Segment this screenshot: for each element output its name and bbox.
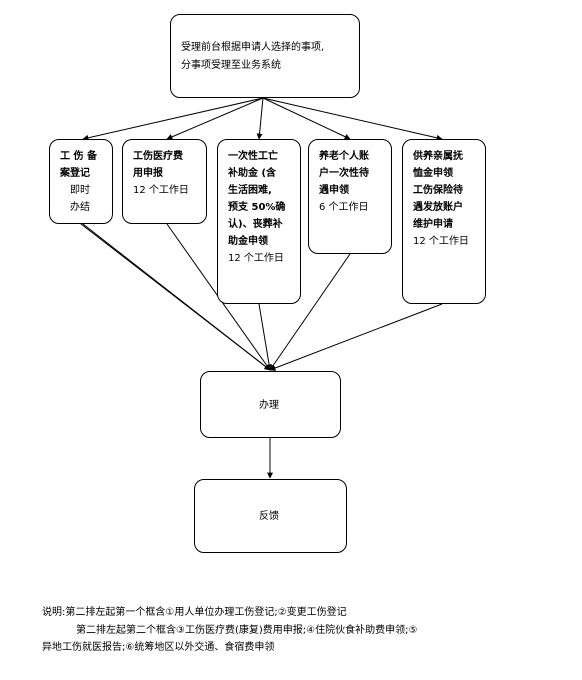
service-3-title-2: 补助金 (含 (228, 168, 277, 179)
arrow-from-box-4 (269, 253, 351, 371)
process-label: 办理 (259, 400, 279, 411)
service-box-2: 工伤医疗费 用申报 12 个工作日 (122, 139, 207, 224)
service-4-title-2: 户一次性待 (319, 168, 369, 179)
feedback-label: 反馈 (259, 511, 279, 522)
service-1-title-1: 工 伤 备 (60, 151, 97, 162)
service-box-3: 一次性工亡 补助金 (含 生活困难, 预支 50%确 认)、丧葬补 助金申领 1… (217, 139, 301, 304)
arrow-to-box-3 (256, 97, 264, 140)
note-line-3: 异地工伤就医报告;⑥统筹地区以外交通、食宿费申领 (42, 642, 275, 653)
feedback-box: 反馈 (194, 479, 347, 553)
intake-box: 受理前台根据申请人选择的事项, 分事项受理至业务系统 (170, 14, 360, 98)
process-box: 办理 (200, 371, 341, 438)
service-3-title-5: 认)、丧葬补 (228, 219, 283, 230)
note-line-1: 说明:第二排左起第一个框含①用人单位办理工伤登记;②变更工伤登记 (42, 607, 347, 618)
arrow-from-box-3 (258, 303, 273, 371)
service-3-title-1: 一次性工亡 (228, 151, 278, 162)
service-1-title-2: 案登记 (60, 168, 90, 179)
service-4-title-1: 养老个人账 (319, 151, 369, 162)
arrow-to-box-1 (82, 97, 264, 141)
service-4-time: 6 个工作日 (319, 202, 369, 213)
arrow-to-box-5 (262, 97, 443, 141)
service-box-5: 供养亲属抚 恤金申领 工伤保险待 遇发放账户 维护申请 12 个工作日 (402, 139, 486, 304)
intake-text-line2: 分事项受理至业务系统 (181, 60, 281, 71)
service-3-title-4: 预支 50%确 (228, 202, 286, 213)
service-2-time: 12 个工作日 (133, 185, 189, 196)
service-3-title-6: 助金申领 (228, 236, 268, 247)
service-5-title-1: 供养亲属抚 (413, 151, 463, 162)
note-line-2: 第二排左起第二个框含③工伤医疗费(康复)费用申报;④住院伙食补助费申领;⑤ (76, 625, 418, 636)
arrow-to-box-2 (166, 97, 264, 140)
service-5-title-5: 维护申请 (413, 219, 453, 230)
arrow-from-box-5 (269, 303, 443, 371)
service-5-title-2: 恤金申领 (413, 168, 453, 179)
service-5-title-3: 工伤保险待 (413, 185, 463, 196)
service-box-1: 工 伤 备 案登记 即时 办结 (49, 139, 113, 224)
arrow-to-box-4 (262, 97, 351, 140)
service-box-4: 养老个人账 户一次性待 遇申领 6 个工作日 (308, 139, 392, 254)
service-1-time-1: 即时 (70, 185, 90, 196)
intake-text-line1: 受理前台根据申请人选择的事项, (181, 42, 325, 53)
service-4-title-3: 遇申领 (319, 185, 349, 196)
service-2-title-2: 用申报 (133, 168, 163, 179)
service-5-time: 12 个工作日 (413, 236, 469, 247)
service-3-time: 12 个工作日 (228, 253, 284, 264)
service-3-title-3: 生活困难, (228, 185, 272, 196)
service-1-time-2: 办结 (70, 202, 90, 213)
service-5-title-4: 遇发放账户 (413, 202, 463, 213)
service-2-title-1: 工伤医疗费 (133, 151, 183, 162)
arrow-from-box-1b (82, 223, 271, 371)
